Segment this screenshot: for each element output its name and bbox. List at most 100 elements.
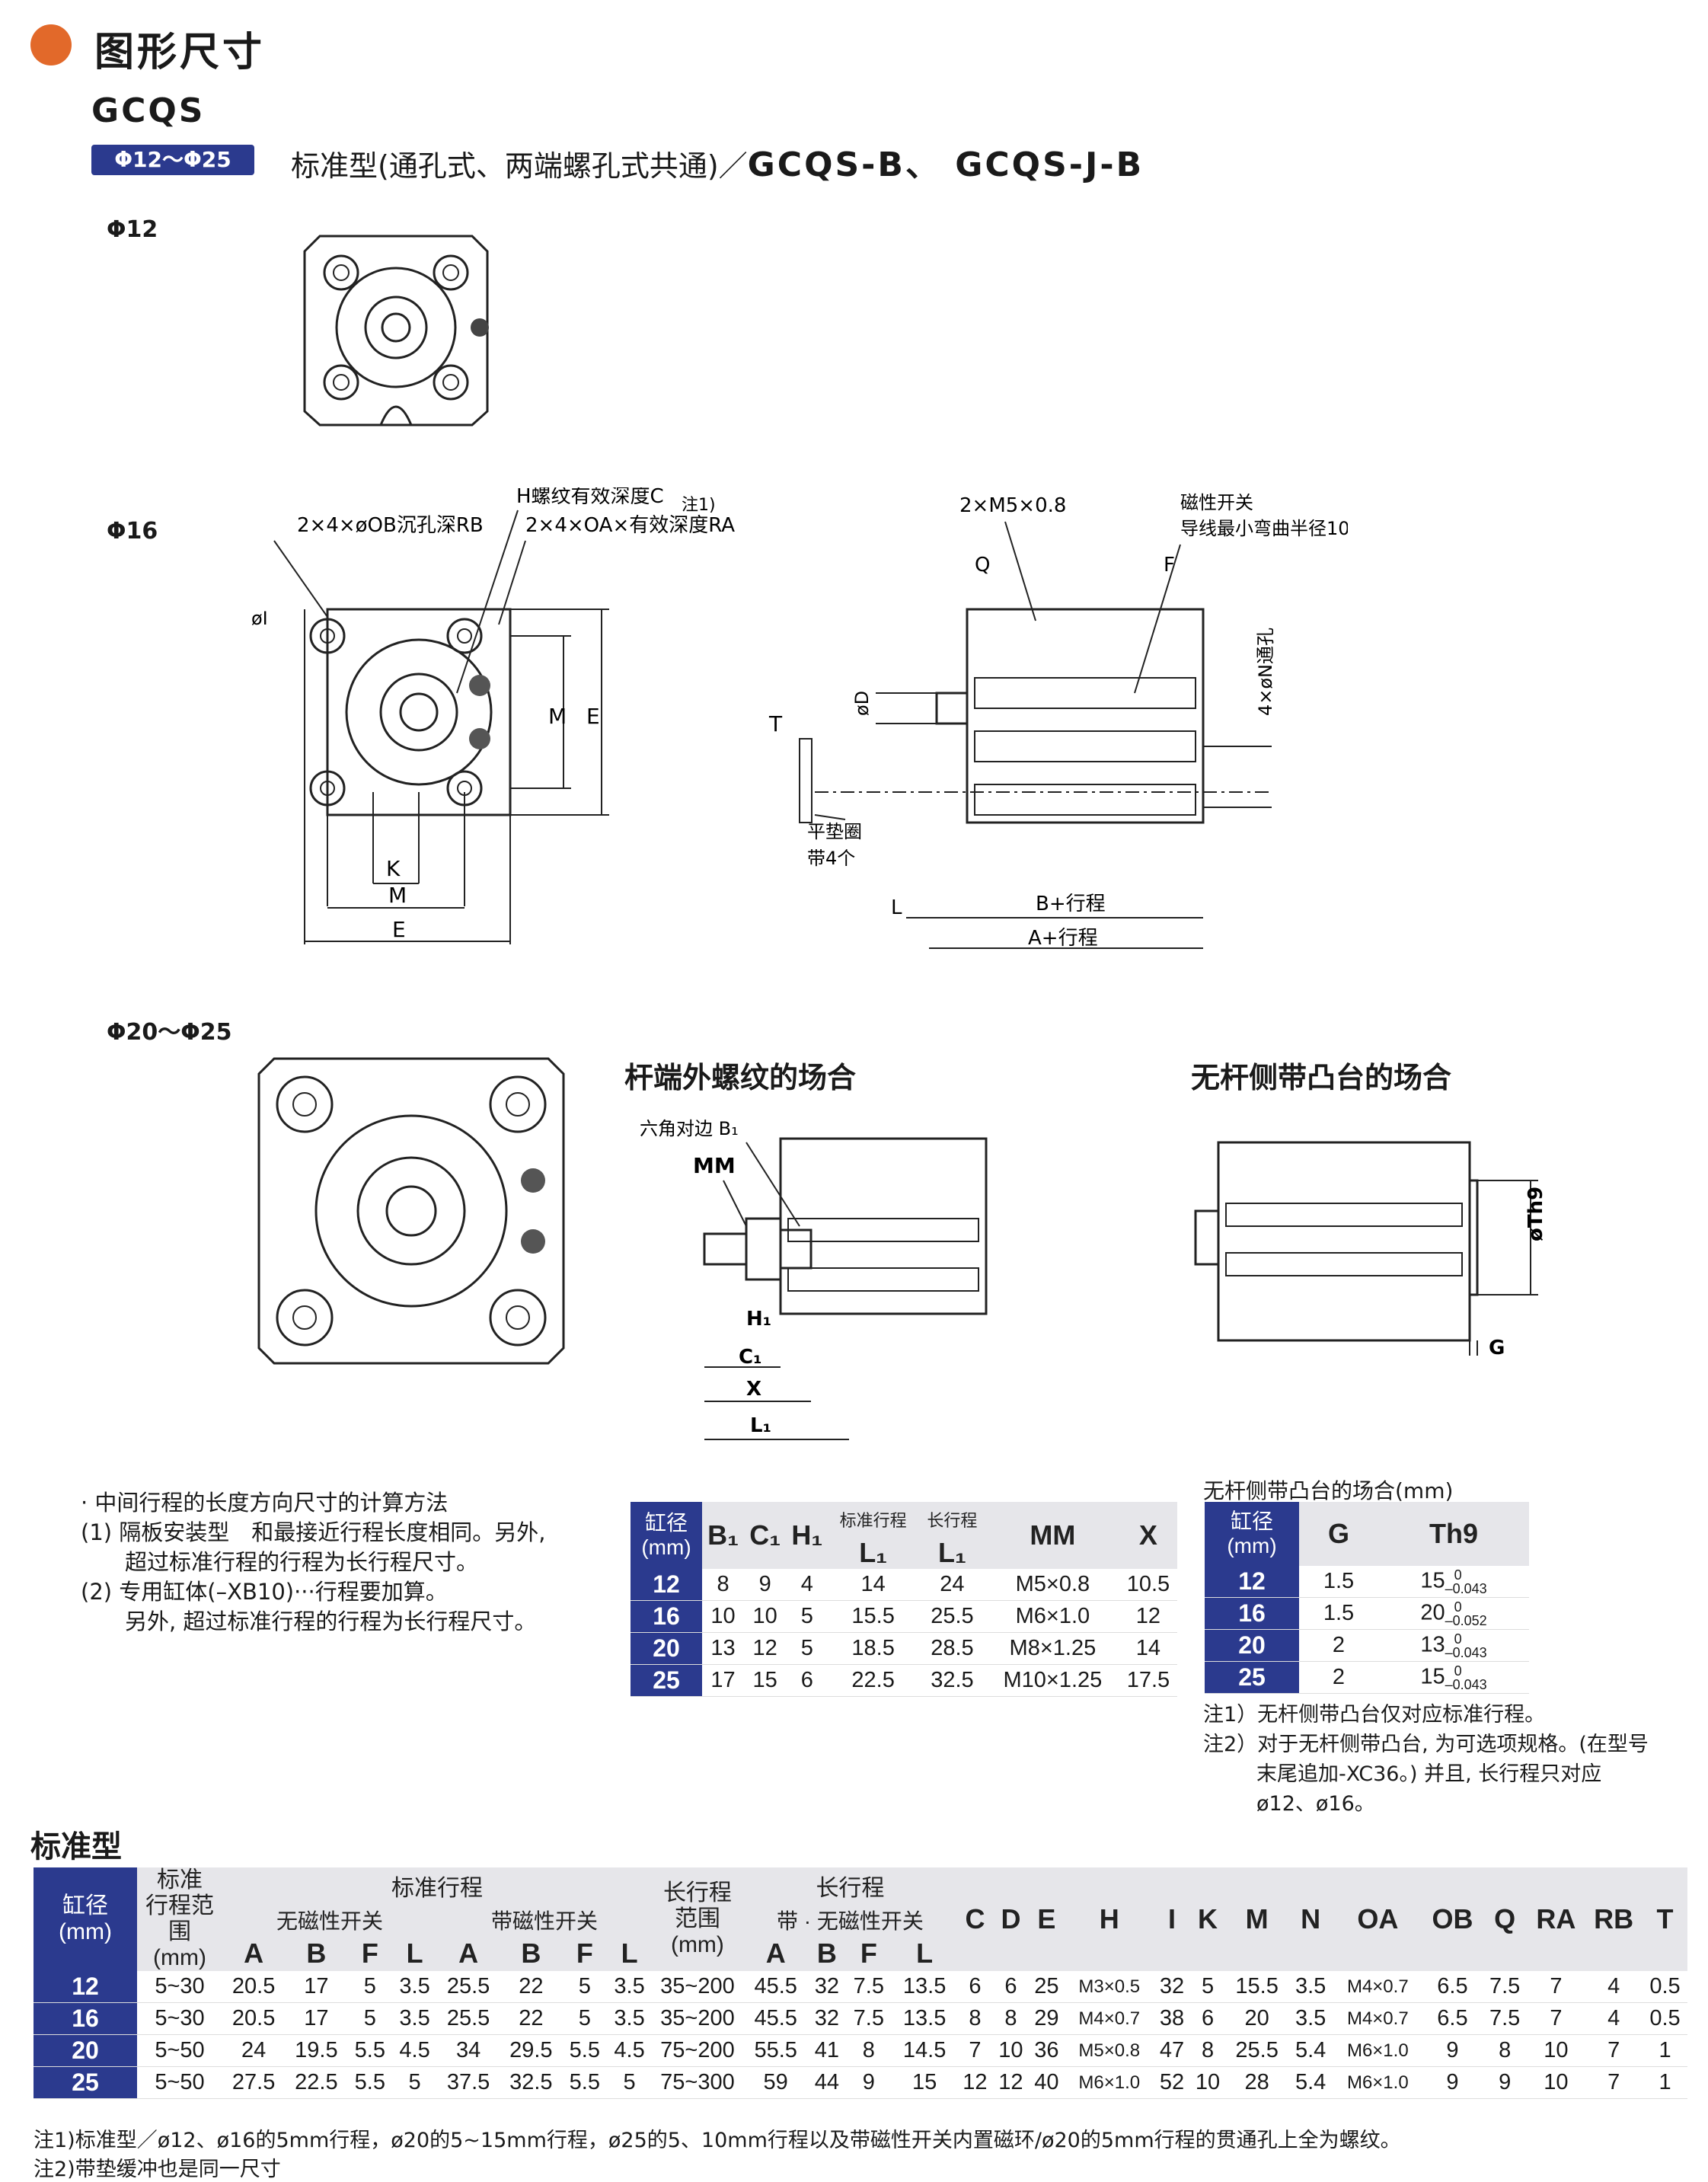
n-hole-label: 4×øN通孔 [1255, 628, 1276, 716]
tol-upper: 0 [1454, 1567, 1462, 1583]
table-cell: 1 [1643, 2034, 1687, 2067]
table-cell: 14 [828, 1569, 918, 1601]
table-cell: 37.5 [436, 2066, 500, 2099]
table-cell: 7 [1585, 2034, 1643, 2067]
table-cell: 35~200 [651, 2002, 743, 2035]
table-cell: 3.5 [1288, 1971, 1333, 2003]
table-cell: 40 [1028, 2066, 1065, 2099]
table-cell: 20 [1225, 2002, 1288, 2035]
model-name: GCQS [91, 91, 206, 130]
drawing-phi20-front [257, 1057, 565, 1365]
tol-lower: –0.052 [1445, 1612, 1487, 1628]
table-cell: 7 [956, 2034, 993, 2067]
mm-label: MM [693, 1153, 736, 1178]
std-table: 缸径(mm) 标准行程范围(mm) 标准行程 长行程范围(mm) 长行程 C D… [34, 1867, 1687, 2099]
m5-label: 2×M5×0.8 [959, 494, 1066, 517]
table-cell: 32.5 [918, 1664, 986, 1697]
table-cell: 9 [1422, 2066, 1483, 2099]
table-cell: 22 [500, 1971, 563, 2003]
bore-cell: 12 [631, 1569, 702, 1601]
table-cell: 7 [1527, 1971, 1585, 2003]
table-cell: 10 [1527, 2066, 1585, 2099]
table-cell: 6 [956, 1971, 993, 2003]
table-cell: 5.4 [1288, 2066, 1333, 2099]
bore-cell: 16 [631, 1600, 702, 1633]
table-cell: 1.5 [1299, 1597, 1378, 1630]
table-cell: 5~30 [137, 1971, 222, 2003]
bore-cell: 25 [1205, 1661, 1299, 1694]
table-cell: 24 [222, 2034, 286, 2067]
bore-cell: 16 [34, 2002, 137, 2035]
table-cell: M4×0.7 [1333, 1971, 1423, 2003]
table-cell: 47 [1154, 2034, 1190, 2067]
l1-label: L₁ [750, 1414, 771, 1437]
table-cell: 7 [1527, 2002, 1585, 2035]
table-cell: 8 [992, 2002, 1029, 2035]
table-cell: 12 [744, 1632, 787, 1665]
table-cell: 32 [808, 2002, 846, 2035]
table-cell: 32 [808, 1971, 846, 2003]
bore-cell: 16 [1205, 1597, 1299, 1630]
bore-cell: 20 [34, 2034, 137, 2067]
table-cell: 41 [808, 2034, 846, 2067]
table-cell: 3.5 [392, 2002, 437, 2035]
table-cell: M6×1.0 [1333, 2066, 1423, 2099]
table-cell: 52 [1154, 2066, 1190, 2099]
th9-tolerance: 0–0.052 [1445, 1600, 1487, 1628]
table-cell: 8 [845, 2034, 892, 2067]
table-cell: 17 [285, 1971, 348, 2003]
table-cell: M6×1.0 [985, 1600, 1119, 1633]
table-cell: 8 [1482, 2034, 1528, 2067]
table-cell: 5 [786, 1600, 828, 1633]
washer-label: 平垫圈 [807, 821, 862, 842]
table-cell: 17 [702, 1664, 745, 1697]
table-cell: 4 [786, 1569, 828, 1601]
table-cell: 15.5 [828, 1600, 918, 1633]
bore-cell: 25 [631, 1664, 702, 1697]
dim-k: K [386, 856, 401, 881]
table-cell: 14 [1119, 1632, 1177, 1665]
bore-cell: 12 [34, 1971, 137, 2003]
rod-end-title: 杆端外螺纹的场合 [624, 1061, 857, 1094]
table-cell: M5×0.8 [985, 1569, 1119, 1601]
x-label: X [746, 1378, 761, 1401]
washer-count: 带4个 [807, 848, 855, 869]
table-cell: 27.5 [222, 2066, 286, 2099]
table-cell: 5.5 [347, 2066, 393, 2099]
std-note-2: 注2)带垫缓冲也是同一尺寸 [34, 2158, 281, 2181]
table-cell: 10 [992, 2034, 1029, 2067]
table-cell: 4.5 [392, 2034, 437, 2067]
drawing-phi12 [303, 235, 489, 426]
table-cell: 28 [1225, 2066, 1288, 2099]
std-table-title: 标准型 [30, 1829, 122, 1864]
th9-value: 13 [1420, 1632, 1445, 1657]
table-cell: 5.5 [347, 2034, 393, 2067]
table-cell: 9 [744, 1569, 787, 1601]
table-cell: 13 [702, 1632, 745, 1665]
th9-tolerance: 0–0.043 [1445, 1632, 1487, 1660]
drawing-boss: øTh9 G [1194, 1141, 1547, 1359]
table-cell: 35~200 [651, 1971, 743, 2003]
th9-label: øTh9 [1524, 1187, 1547, 1241]
drawing-rod-end: 六角对边 B₁ MM H₁ C₁ X L₁ [640, 1118, 988, 1440]
table-cell: 8 [1189, 2034, 1226, 2067]
table-cell: 38 [1154, 2002, 1190, 2035]
dim-i: øI [251, 608, 268, 629]
calc-notes: · 中间行程的长度方向尺寸的计算方法 (1) 隔板安装型 和最接近行程长度相同。… [81, 1488, 614, 1637]
table-cell: 6.5 [1422, 2002, 1483, 2035]
g-label: G [1489, 1337, 1505, 1359]
table-cell: 5~50 [137, 2066, 222, 2099]
table-cell: 17 [285, 2002, 348, 2035]
drawing-phi16-front: H螺纹有效深度C 注1) 2×4×øOB沉孔深RB 2×4×OA×有效深度RA … [251, 487, 735, 944]
table-cell: 7 [1585, 2066, 1643, 2099]
subtitle: 标准型(通孔式、两端螺孔式共通)／GCQS-B、 GCQS-J-B [291, 145, 1145, 184]
table-cell: M6×1.0 [1064, 2066, 1154, 2099]
dim-m-vert: M [548, 704, 567, 729]
table-cell: 25 [1028, 1971, 1065, 2003]
table-cell: 10 [744, 1600, 787, 1633]
